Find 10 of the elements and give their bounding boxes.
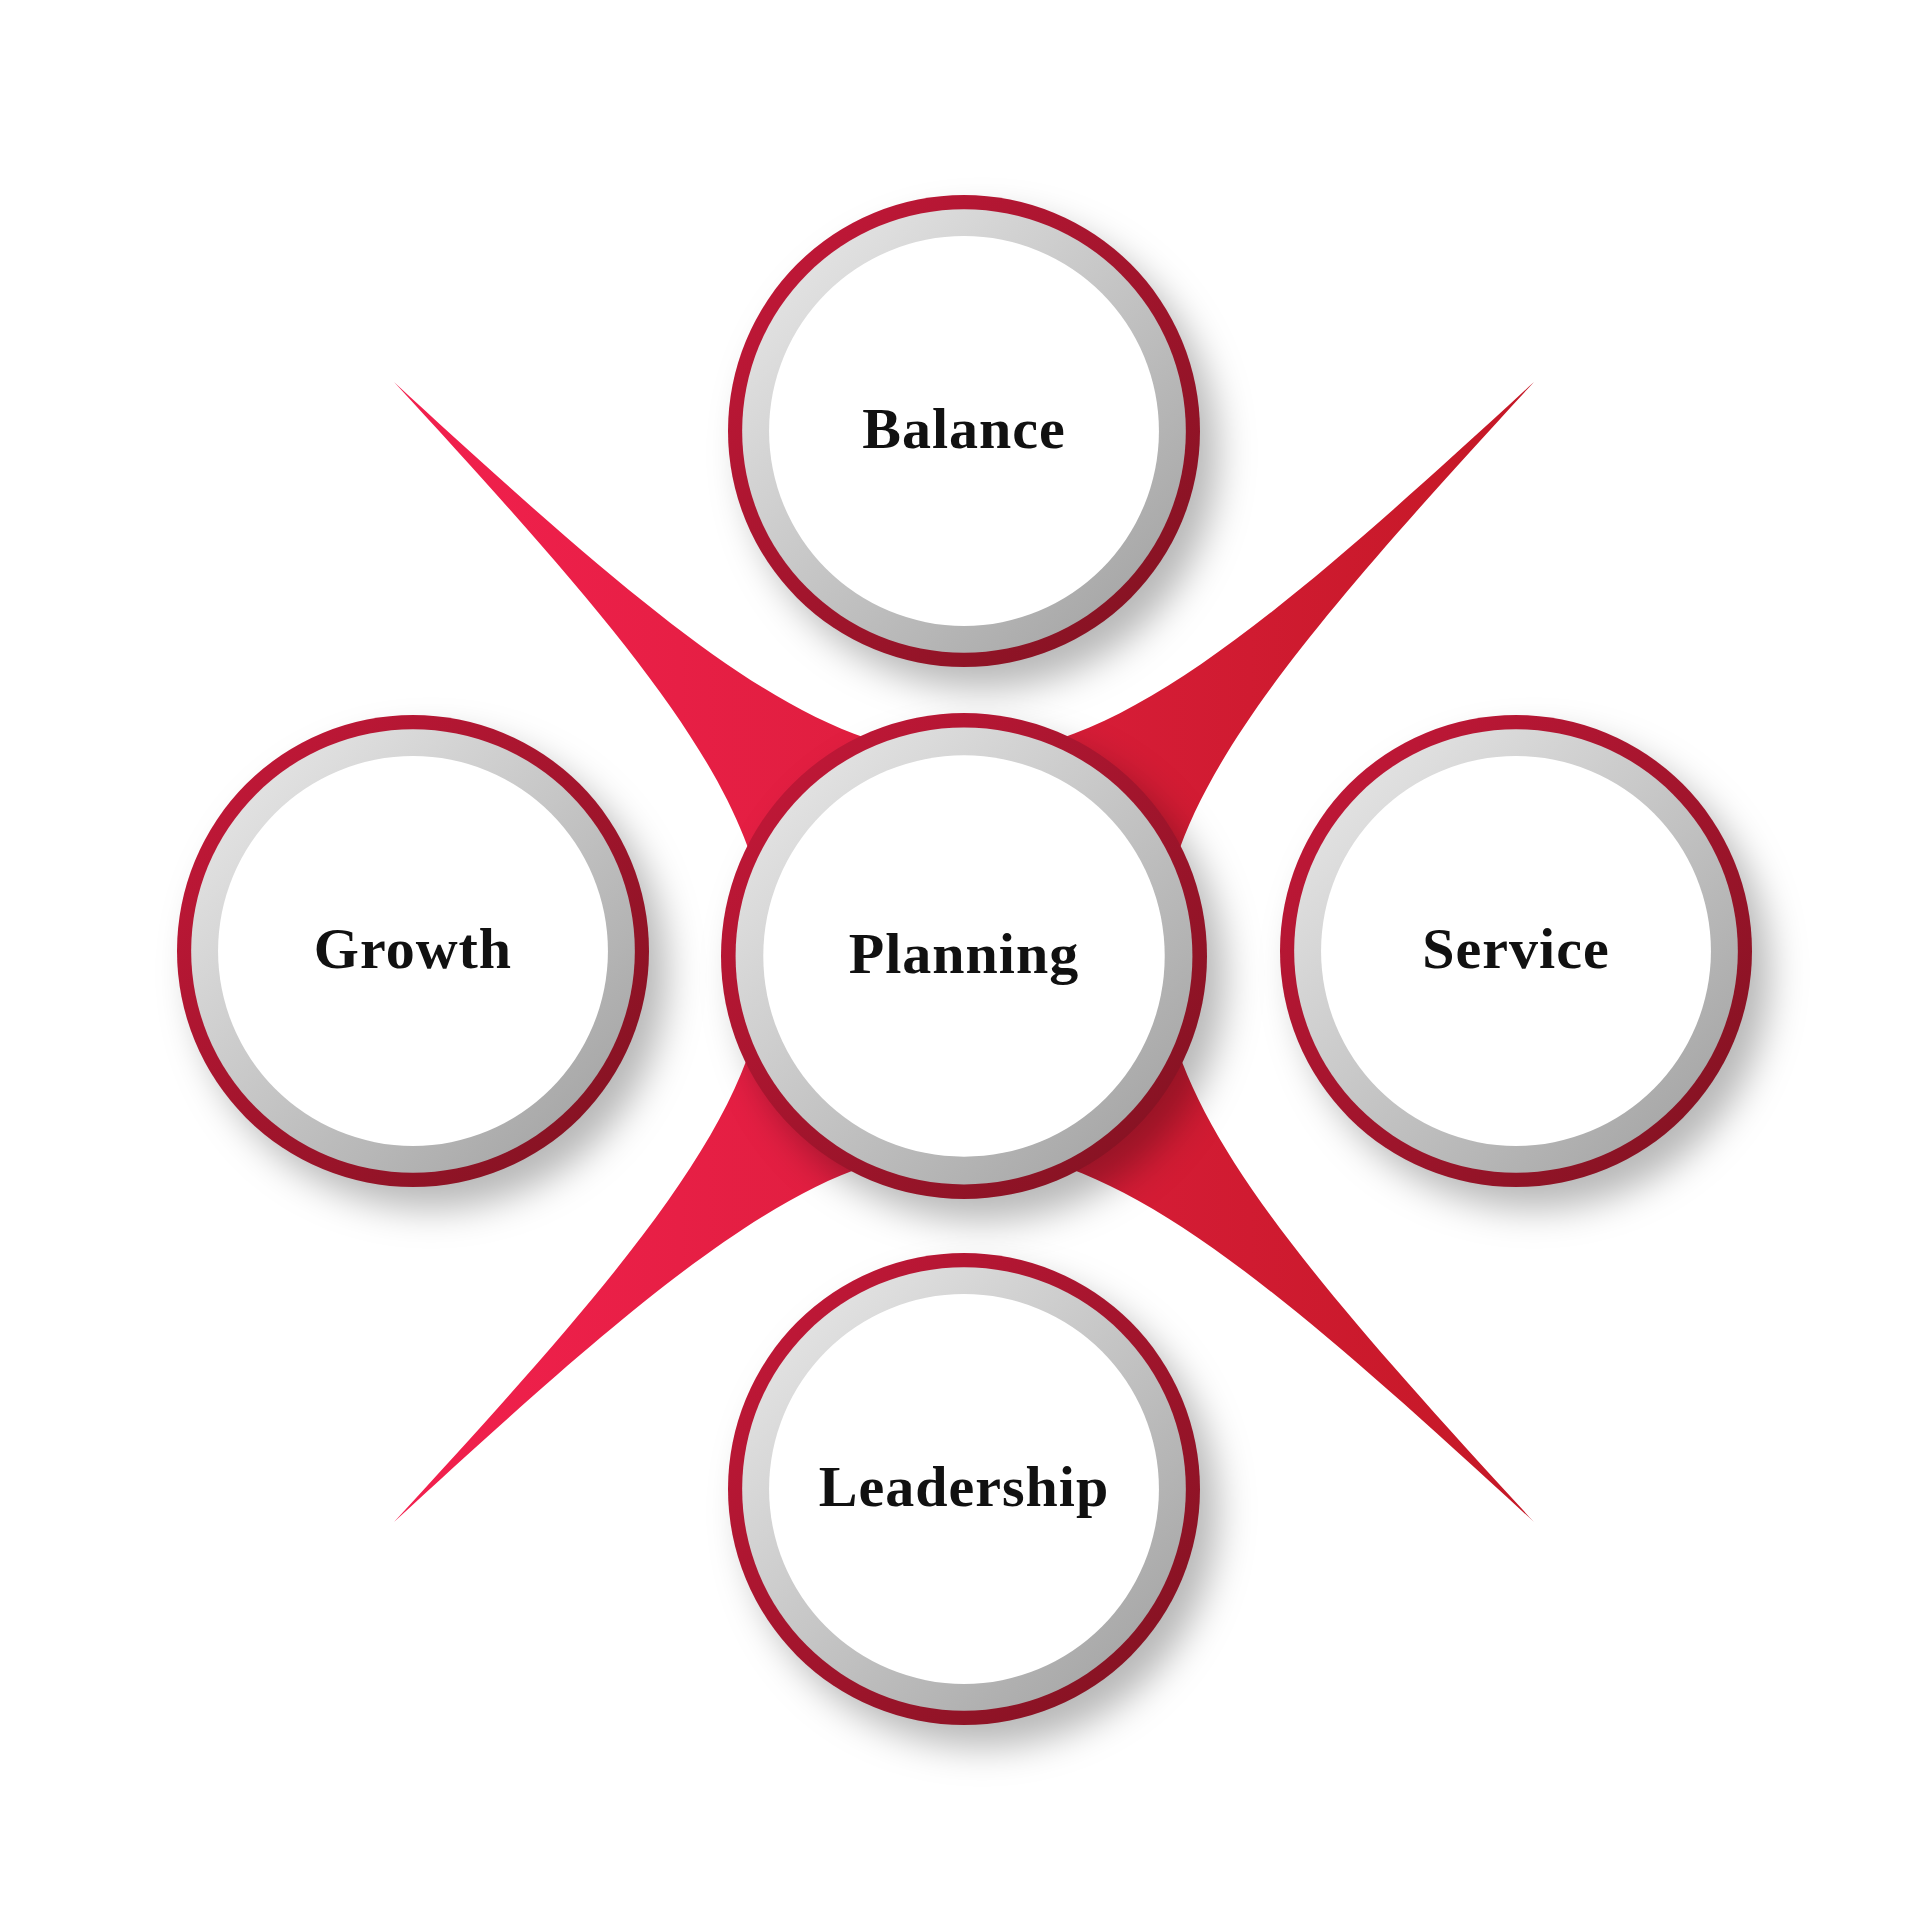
node-label: Growth xyxy=(313,916,513,981)
circle-node xyxy=(721,713,1207,1199)
circle-node xyxy=(177,715,649,1187)
node-label: Service xyxy=(1422,916,1610,981)
node-label: Planning xyxy=(848,921,1080,986)
circle-node xyxy=(728,1253,1200,1725)
circle-node xyxy=(1280,715,1752,1187)
node-label: Balance xyxy=(862,396,1066,461)
circle-node xyxy=(728,195,1200,667)
node-label: Leadership xyxy=(818,1454,1110,1519)
